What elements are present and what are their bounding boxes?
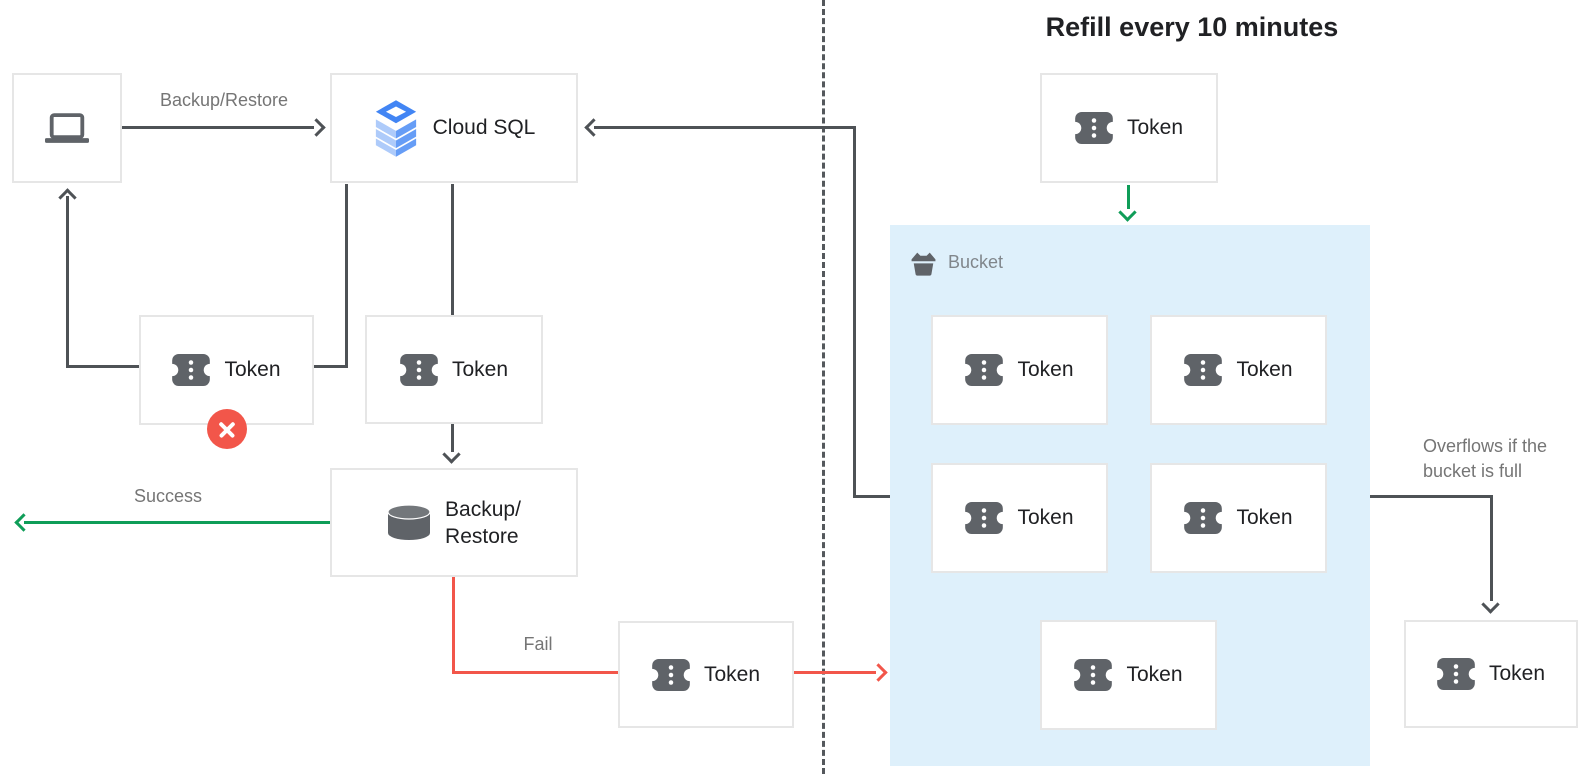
edge-cloudsql-to-rejected-token-v xyxy=(345,184,348,368)
edge-cloudsql-to-rejected-token-h xyxy=(314,365,348,368)
token-label: Token xyxy=(1017,506,1074,529)
cloud-sql-icon xyxy=(375,100,416,157)
bucket-token-box-1: Token xyxy=(931,315,1108,425)
edge-rejected-token-to-client-h xyxy=(66,365,139,368)
backup-restore-label-line2: Restore xyxy=(445,524,519,548)
arrowhead-into-cloudsql-right xyxy=(584,118,603,137)
edge-fail-h xyxy=(452,671,618,674)
edge-refill-token-to-bucket xyxy=(1127,185,1130,209)
database-icon xyxy=(387,504,431,540)
bucket-token-box-3: Token xyxy=(931,463,1108,573)
token-label: Token xyxy=(1017,358,1074,381)
backup-restore-label-line1: Backup/ xyxy=(445,497,521,521)
token-icon xyxy=(965,502,1004,534)
edge-success xyxy=(24,521,330,524)
edge-label-backup-restore: Backup/Restore xyxy=(159,90,289,110)
edge-bucket-to-cloudsql-h2 xyxy=(594,126,856,129)
arrowhead-into-cloudsql-left xyxy=(307,118,326,137)
backup-restore-box: Backup/ Restore xyxy=(330,468,578,577)
token-icon xyxy=(1074,112,1113,144)
cloud-sql-label: Cloud SQL xyxy=(432,116,536,139)
bucket-header: Bucket xyxy=(910,249,1003,276)
edge-label-fail: Fail xyxy=(523,634,553,654)
token-icon xyxy=(172,354,211,386)
refill-title: Refill every 10 minutes xyxy=(1045,12,1339,42)
token-rejected-box: Token xyxy=(139,315,314,425)
arrowhead-refill-down xyxy=(1118,203,1137,222)
token-icon xyxy=(1184,502,1223,534)
token-icon xyxy=(651,658,690,691)
token-label: Token xyxy=(1236,358,1293,381)
laptop-icon xyxy=(45,112,89,143)
edge-bucket-to-cloudsql-h1 xyxy=(856,495,890,498)
token-label: Token xyxy=(1126,116,1184,139)
arrowhead-success-left xyxy=(14,513,33,532)
bucket-token-box-4: Token xyxy=(1150,463,1327,573)
edge-client-to-cloudsql xyxy=(122,126,314,129)
overflow-label-line1: Overflows if the xyxy=(1423,436,1548,456)
edge-overflow-v xyxy=(1490,495,1493,601)
client-box xyxy=(12,73,122,183)
token-icon xyxy=(1184,354,1223,386)
token-label: Token xyxy=(703,662,761,686)
arrowhead-into-bucket-red xyxy=(869,663,888,682)
edge-label-overflow: Overflows if the bucket is full xyxy=(1423,434,1547,484)
overflow-label-line2: bucket is full xyxy=(1423,461,1523,481)
token-icon xyxy=(399,353,438,386)
cloud-sql-box: Cloud SQL xyxy=(330,73,578,183)
edge-failtoken-to-bucket xyxy=(794,671,876,674)
token-label: Token xyxy=(1236,506,1293,529)
arrowhead-overflow-down xyxy=(1481,595,1500,614)
token-label: Token xyxy=(1126,663,1183,686)
edge-bucket-to-cloudsql-v xyxy=(853,127,856,498)
bucket-icon xyxy=(911,252,936,276)
token-icon xyxy=(965,354,1004,386)
token-overflow-box: Token xyxy=(1404,620,1578,728)
edge-cloudsql-to-token-v xyxy=(451,184,454,315)
edge-fail-v xyxy=(452,577,455,674)
arrowhead-into-client xyxy=(58,188,77,207)
bucket-label: Bucket xyxy=(948,252,1004,272)
token-inflight-box: Token xyxy=(365,315,543,424)
edge-overflow-h xyxy=(1370,495,1493,498)
dashed-divider-line xyxy=(822,0,825,774)
bucket-token-box-2: Token xyxy=(1150,315,1327,425)
edge-rejected-token-to-client-v xyxy=(66,196,69,368)
arrowhead-into-backuprestore xyxy=(442,445,461,464)
edge-token-to-backuprestore xyxy=(451,424,454,452)
bucket-token-box-5: Token xyxy=(1040,620,1217,730)
reject-x-badge xyxy=(207,409,247,449)
token-label: Token xyxy=(224,358,281,381)
token-fail-box: Token xyxy=(618,621,794,728)
token-label: Token xyxy=(1488,662,1546,685)
token-icon xyxy=(1074,659,1113,691)
token-icon xyxy=(1436,658,1475,690)
edge-label-success: Success xyxy=(133,486,203,506)
token-label: Token xyxy=(451,357,509,381)
token-refill-box: Token xyxy=(1040,73,1218,183)
